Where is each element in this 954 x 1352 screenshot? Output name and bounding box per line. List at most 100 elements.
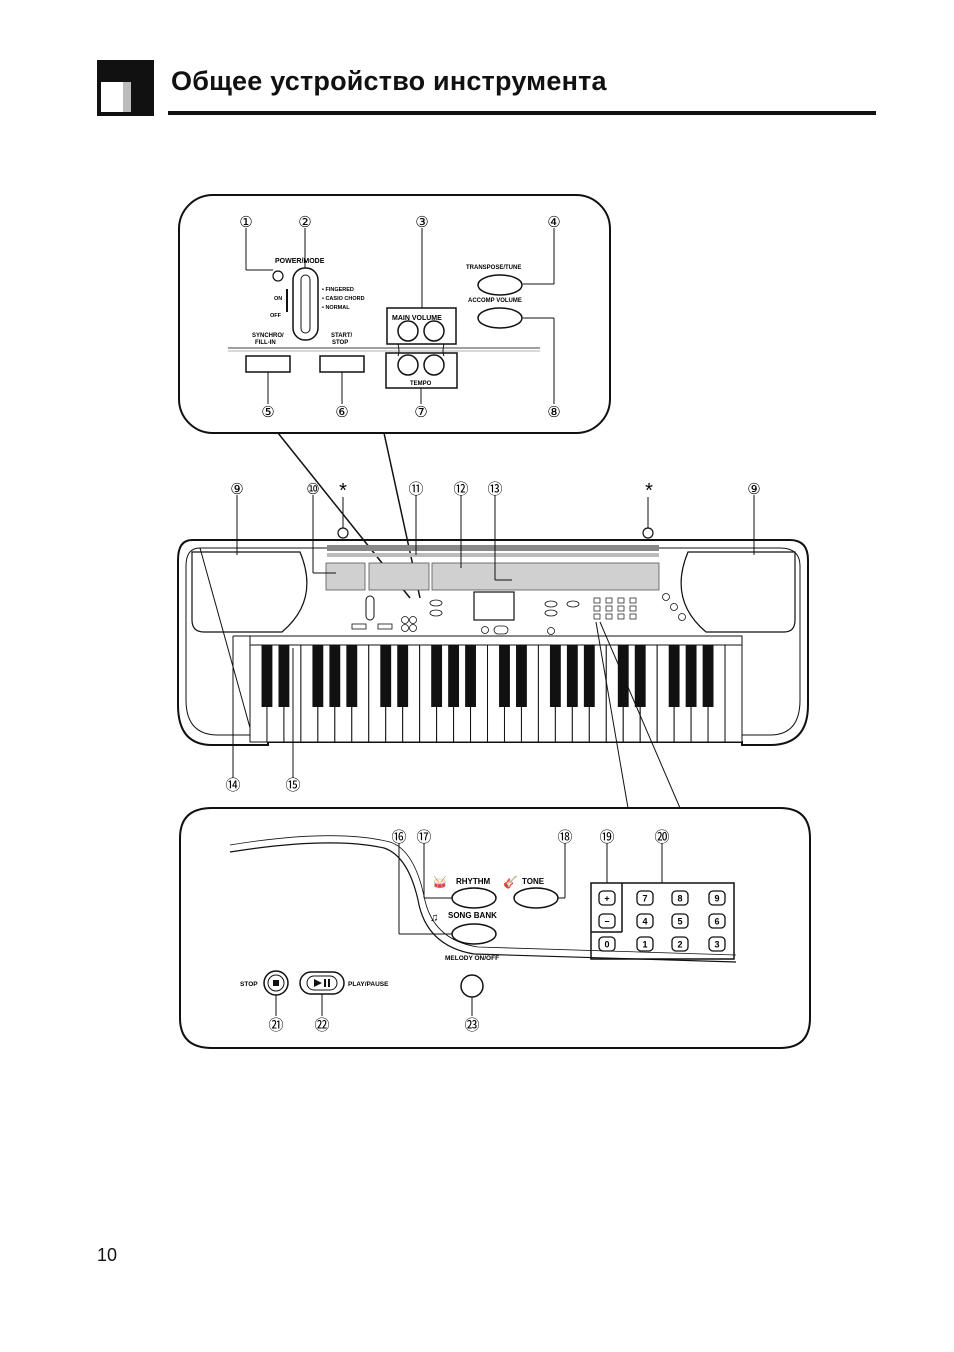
start-stop-label-1: START/ bbox=[331, 333, 353, 339]
keypad-label: 5 bbox=[677, 917, 682, 927]
callout-9-right: ⑨ bbox=[747, 481, 760, 498]
tempo-up-button[interactable] bbox=[423, 354, 445, 376]
title-rule bbox=[168, 111, 876, 115]
lcd-display bbox=[473, 591, 515, 621]
tone-label: TONE bbox=[522, 877, 545, 886]
page-number: 10 bbox=[97, 1245, 118, 1265]
start-stop-button[interactable] bbox=[319, 355, 365, 373]
main-volume-up-button[interactable] bbox=[423, 320, 445, 342]
callout-3: ③ bbox=[415, 214, 428, 231]
song-bank-label: SONG BANK bbox=[448, 911, 497, 920]
callout-21: ㉑ bbox=[268, 1017, 283, 1034]
keypad-label: − bbox=[604, 917, 609, 927]
rhythm-label: RHYTHM bbox=[456, 877, 491, 886]
black-key[interactable] bbox=[702, 645, 714, 707]
callout-18: ⑱ bbox=[557, 829, 572, 846]
black-key[interactable] bbox=[346, 645, 358, 707]
black-key[interactable] bbox=[431, 645, 443, 707]
black-key[interactable] bbox=[380, 645, 392, 707]
synchro-label-2: FILL-IN bbox=[255, 340, 276, 346]
callout-12: ⑫ bbox=[453, 481, 468, 498]
keypad-button[interactable] bbox=[636, 913, 654, 929]
rhythm-button[interactable] bbox=[451, 887, 497, 909]
callout-6: ⑥ bbox=[335, 404, 348, 421]
stop-label: STOP bbox=[240, 981, 258, 988]
callout-20: ⑳ bbox=[654, 829, 669, 846]
keypad-button[interactable] bbox=[598, 890, 616, 906]
callout-11: ⑪ bbox=[408, 481, 423, 498]
keypad-label: 9 bbox=[714, 894, 719, 904]
callout-15: ⑮ bbox=[285, 777, 300, 794]
page-title: Общее устройство инструмента bbox=[171, 66, 607, 96]
black-key[interactable] bbox=[465, 645, 476, 707]
tone-button[interactable] bbox=[513, 887, 559, 909]
keypad-button[interactable] bbox=[671, 913, 689, 929]
black-key[interactable] bbox=[329, 645, 341, 707]
asterisk-right: * bbox=[645, 480, 653, 502]
black-key[interactable] bbox=[499, 645, 510, 707]
bottom-callouts bbox=[275, 843, 663, 1016]
power-led bbox=[272, 270, 284, 282]
callout-23: ㉓ bbox=[464, 1017, 479, 1034]
speaker-right bbox=[680, 551, 796, 633]
keyboard-callouts bbox=[232, 495, 755, 809]
black-key[interactable] bbox=[668, 645, 680, 707]
white-keys bbox=[249, 644, 743, 743]
keypad-button[interactable] bbox=[671, 936, 689, 952]
black-keys bbox=[261, 645, 714, 707]
asterisk-left: * bbox=[339, 480, 347, 502]
black-key[interactable] bbox=[583, 645, 595, 707]
callout-2: ② bbox=[298, 214, 311, 231]
black-key[interactable] bbox=[278, 645, 290, 707]
white-key[interactable] bbox=[724, 644, 743, 743]
keypad-button[interactable] bbox=[636, 890, 654, 906]
synchro-fill-in-button[interactable] bbox=[245, 355, 291, 373]
black-key[interactable] bbox=[516, 645, 527, 707]
section-marker bbox=[97, 60, 154, 116]
keypad-button[interactable] bbox=[708, 890, 726, 906]
melody-on-off-button[interactable] bbox=[460, 974, 484, 998]
callout-14: ⑭ bbox=[225, 777, 240, 794]
keypad-button[interactable] bbox=[598, 913, 616, 929]
power-mode-switch[interactable] bbox=[292, 267, 319, 341]
callout-13: ⑬ bbox=[487, 481, 502, 498]
keypad-label: 3 bbox=[714, 940, 719, 950]
black-key[interactable] bbox=[685, 645, 697, 707]
bottom-zoom-panel: 🥁 RHYTHM 🎸 TONE ♫ SONG BANK MELODY ON/OF… bbox=[179, 807, 811, 1049]
keyboard-callout-numbers: ⑨ ⑩ * ⑪ ⑫ ⑬ * ⑨ ⑭ ⑮ bbox=[225, 480, 760, 794]
top-callout-numbers: ① ② ③ ④ ⑤ ⑥ ⑦ ⑧ bbox=[239, 214, 560, 421]
song-bank-button[interactable] bbox=[451, 923, 497, 945]
callout-9-left: ⑨ bbox=[230, 481, 243, 498]
keypad-label: + bbox=[604, 894, 609, 904]
top-zoom-panel: POWER/MODE ON OFF • FINGERED • CASIO CHO… bbox=[178, 194, 611, 599]
callout-4: ④ bbox=[547, 214, 560, 231]
accomp-volume-label: ACCOMP VOLUME bbox=[468, 298, 522, 304]
keypad-button[interactable] bbox=[708, 936, 726, 952]
black-key[interactable] bbox=[261, 645, 273, 707]
keypad-button[interactable] bbox=[671, 890, 689, 906]
black-key[interactable] bbox=[397, 645, 409, 707]
tempo-down-button[interactable] bbox=[397, 354, 419, 376]
transpose-tune-button[interactable] bbox=[477, 274, 523, 296]
black-key[interactable] bbox=[549, 645, 561, 707]
keypad-button[interactable] bbox=[598, 936, 616, 952]
bottom-callout-numbers: ⑯ ⑰ ⑱ ⑲ ⑳ ㉑ ㉒ ㉓ bbox=[268, 829, 669, 1034]
black-key[interactable] bbox=[634, 645, 646, 707]
black-key[interactable] bbox=[566, 645, 578, 707]
callout-22: ㉒ bbox=[314, 1017, 329, 1034]
keypad-label: 8 bbox=[677, 894, 682, 904]
accomp-volume-button[interactable] bbox=[477, 307, 523, 329]
black-key[interactable] bbox=[448, 645, 460, 707]
mode-normal: • NORMAL bbox=[322, 305, 350, 311]
black-key[interactable] bbox=[312, 645, 324, 707]
callout-8: ⑧ bbox=[547, 404, 560, 421]
keypad-label: 7 bbox=[642, 894, 647, 904]
top-callouts bbox=[245, 228, 555, 404]
transpose-tune-label: TRANSPOSE/TUNE bbox=[466, 265, 521, 271]
keypad-button[interactable] bbox=[708, 913, 726, 929]
keypad-button[interactable] bbox=[636, 936, 654, 952]
drum-icon: 🥁 bbox=[433, 876, 447, 889]
main-volume-down-button[interactable] bbox=[397, 320, 419, 342]
numeric-keypad bbox=[590, 882, 735, 960]
